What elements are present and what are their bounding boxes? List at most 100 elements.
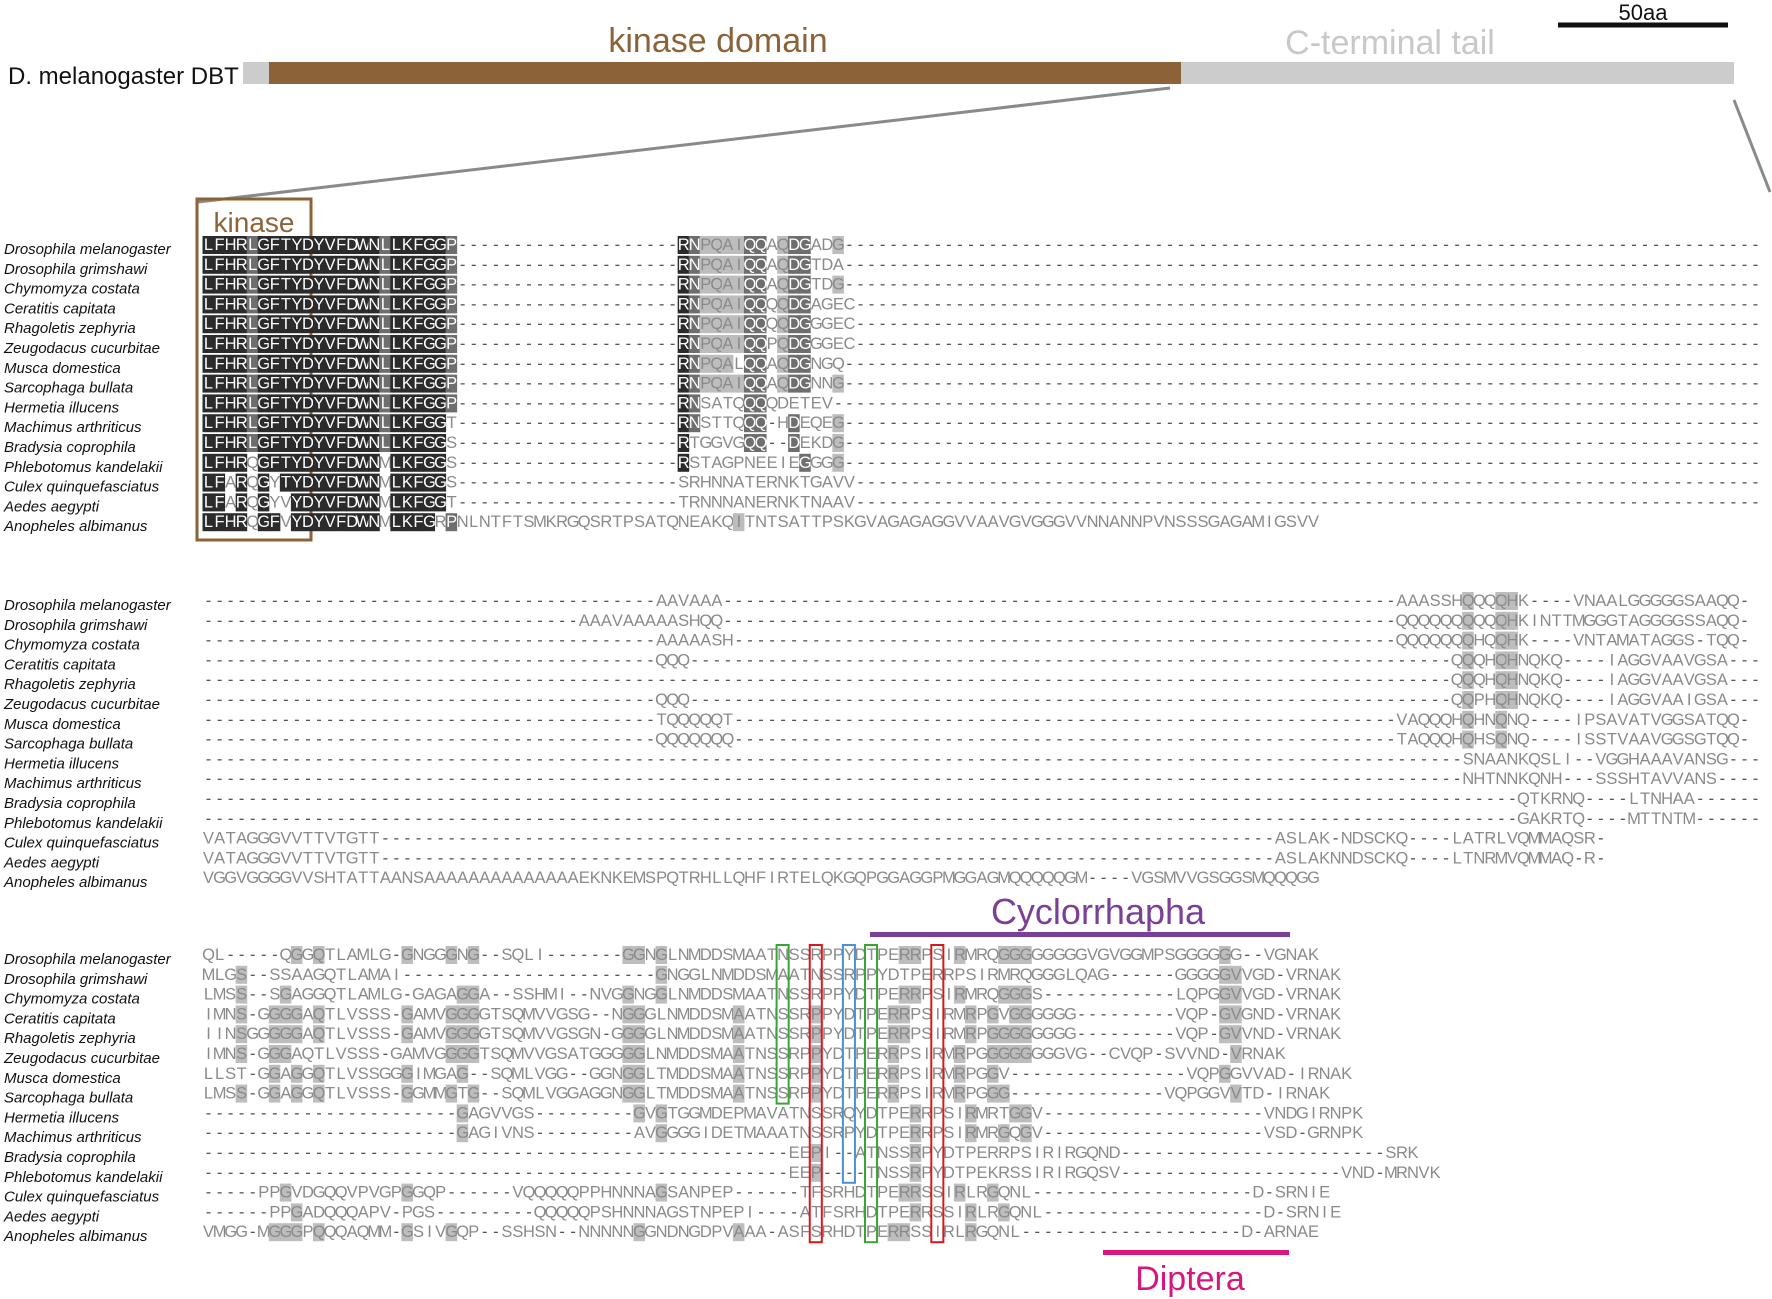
residue: Y (291, 394, 302, 412)
residue: - (1001, 731, 1007, 749)
residue: - (526, 276, 532, 294)
conservation-shade (423, 374, 436, 393)
residue: - (604, 493, 610, 511)
residue: - (1609, 790, 1615, 808)
residue: G (832, 434, 845, 452)
residue: - (1355, 651, 1361, 669)
residue: - (880, 750, 886, 768)
residue: G (423, 315, 436, 333)
residue: L (248, 256, 257, 274)
residue: - (1410, 414, 1416, 432)
residue: - (593, 474, 599, 492)
residue: - (1023, 276, 1029, 294)
residue: - (1753, 493, 1759, 511)
residue: - (615, 731, 621, 749)
residue: - (747, 651, 753, 669)
residue: - (1001, 236, 1007, 254)
residue: - (1410, 750, 1416, 768)
residue: - (1565, 355, 1571, 373)
residue: G (721, 454, 734, 472)
residue: - (1112, 434, 1118, 452)
residue: - (1322, 810, 1328, 828)
residue: L (1066, 966, 1075, 984)
residue: - (758, 770, 764, 788)
residue: - (913, 671, 919, 689)
residue: M (356, 946, 370, 964)
residue: - (1267, 394, 1273, 412)
residue: - (1222, 731, 1228, 749)
residue: A (822, 474, 833, 492)
residue: - (1642, 454, 1648, 472)
residue: - (460, 810, 466, 828)
residue: - (1123, 375, 1129, 393)
residue: - (924, 691, 930, 709)
residue: - (637, 592, 643, 610)
residue: K (402, 513, 413, 531)
residue: - (1200, 295, 1206, 313)
residue: - (648, 770, 654, 788)
residue: - (1145, 830, 1151, 848)
residue: - (405, 691, 411, 709)
residue: - (548, 946, 554, 964)
residue: - (261, 671, 267, 689)
residue: - (604, 711, 610, 729)
residue: - (747, 592, 753, 610)
residue: - (504, 830, 510, 848)
residue: T (369, 830, 379, 848)
residue: - (1222, 454, 1228, 472)
residue: - (1675, 474, 1681, 492)
residue: - (460, 770, 466, 788)
conservation-shade (390, 275, 402, 294)
residue: K (402, 295, 413, 313)
residue: F (215, 295, 225, 313)
residue: - (1322, 651, 1328, 669)
residue: - (272, 612, 278, 630)
residue: - (1211, 434, 1217, 452)
residue: - (471, 236, 477, 254)
residue: - (736, 671, 742, 689)
residue: - (1112, 869, 1118, 887)
residue: - (670, 394, 676, 412)
residue: A (490, 869, 501, 887)
conservation-shade (777, 255, 789, 274)
residue: L (392, 315, 401, 333)
residue: - (814, 651, 820, 669)
residue: - (1742, 335, 1748, 353)
residue: - (1388, 810, 1394, 828)
residue: - (316, 651, 322, 669)
residue: Q (1550, 671, 1563, 689)
residue: - (1079, 355, 1085, 373)
residue: - (493, 335, 499, 353)
residue: - (1410, 493, 1416, 511)
residue: - (1675, 414, 1681, 432)
residue: H (1628, 770, 1640, 788)
residue: - (1355, 810, 1361, 828)
residue: - (1377, 355, 1383, 373)
residue: - (1620, 790, 1626, 808)
residue: - (416, 750, 422, 768)
residue: - (1742, 711, 1748, 729)
residue: - (250, 946, 256, 964)
residue: - (1167, 474, 1173, 492)
residue: I (737, 236, 742, 254)
residue: - (327, 770, 333, 788)
residue: - (1742, 750, 1748, 768)
residue: - (526, 790, 532, 808)
residue: - (1686, 394, 1692, 412)
residue: - (990, 276, 996, 294)
residue: - (1543, 711, 1549, 729)
conservation-shade (213, 374, 226, 393)
residue: - (1300, 276, 1306, 294)
residue: - (593, 810, 599, 828)
residue: - (1499, 790, 1505, 808)
residue: - (1178, 394, 1184, 412)
residue: - (615, 810, 621, 828)
residue: - (559, 731, 565, 749)
residue: S (932, 946, 943, 964)
residue: - (825, 651, 831, 669)
residue: - (471, 295, 477, 313)
residue: - (670, 236, 676, 254)
residue: - (360, 651, 366, 669)
residue: - (1211, 790, 1217, 808)
